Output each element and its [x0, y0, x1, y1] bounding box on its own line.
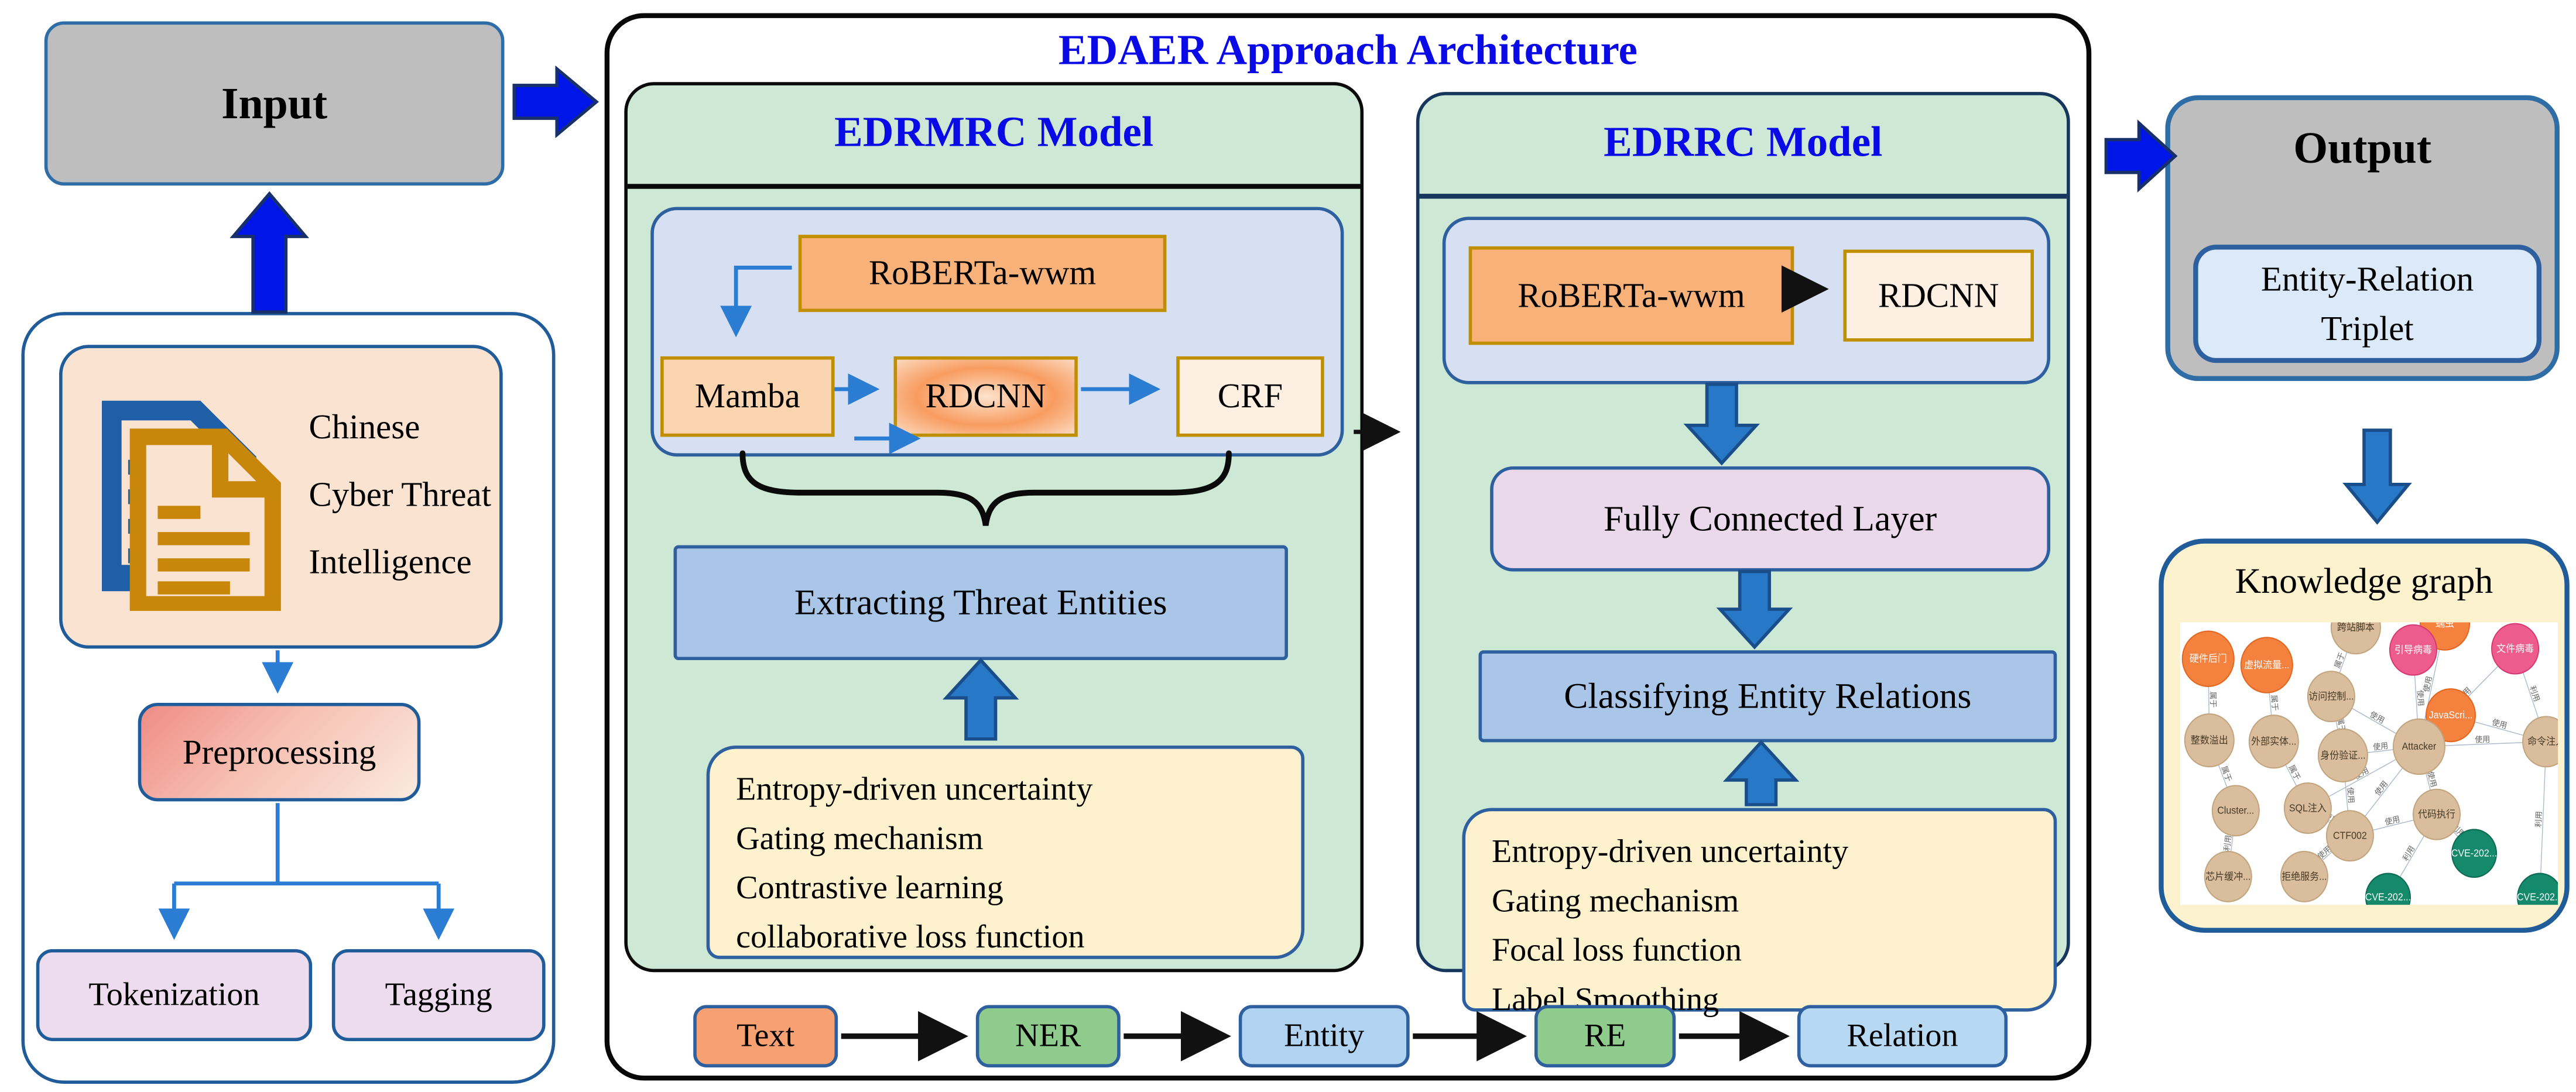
kg-edge-label: 使用	[2426, 770, 2439, 788]
pipeline-entity-box: Entity	[1238, 1005, 1410, 1067]
kg-edge-label: 属于	[2209, 691, 2218, 708]
kg-node: 整数溢出	[2184, 713, 2235, 768]
kg-node-label: CVE-202...	[2517, 891, 2558, 903]
pipeline-text-box: Text	[693, 1005, 838, 1067]
tagging-box: Tagging	[331, 949, 546, 1042]
kg-node-label: 整数溢出	[2191, 734, 2228, 746]
edrmrc-techniques-box: Entropy-driven uncertainty Gating mechan…	[706, 745, 1305, 959]
kg-node: 引导病毒	[2389, 624, 2437, 676]
knowledge-graph-title: Knowledge graph	[2235, 559, 2493, 602]
kg-node-label: Attacker	[2402, 741, 2437, 753]
kg-node-label: 外部实体...	[2251, 736, 2296, 747]
kg-edge-label: 利用	[2534, 811, 2543, 828]
edrmrc-crf-box: CRF	[1176, 356, 1324, 437]
entity-relation-triplet-box: Entity-Relation Triplet	[2193, 245, 2542, 363]
kg-edge-label: 使用	[2491, 717, 2508, 730]
kg-node: SQL注入	[2283, 782, 2332, 834]
edrrc-title-divider	[1419, 194, 2067, 199]
kg-node-label: CVE-202...	[2451, 847, 2497, 859]
edrrc-techniques-box: Entropy-driven uncertainty Gating mechan…	[1462, 808, 2057, 1018]
document-icon	[101, 400, 281, 611]
edrrc-title: EDRRC Model	[1604, 118, 1883, 166]
kg-node-label: Cluster...	[2217, 805, 2254, 816]
kg-node: 代码执行	[2412, 788, 2461, 840]
kg-node-label: 跨站脚本	[2337, 623, 2375, 633]
kg-node-label: 身份验证...	[2320, 750, 2365, 761]
tokenization-box: Tokenization	[36, 949, 313, 1042]
kg-node-label: 文件病毒	[2496, 643, 2534, 654]
cti-source-label: Chinese Cyber Threat Intelligence	[309, 407, 492, 582]
knowledge-graph-visualization: 属于属于属于属于属于属于使用使用使用属于利用使用使用使用使用使用使用使用使用使用…	[2180, 622, 2558, 905]
kg-node-label: JavaScri...	[2429, 709, 2473, 721]
kg-node: 芯片缓冲...	[2204, 850, 2252, 902]
kg-node-label: 硬件后门	[2190, 653, 2227, 665]
edrrc-encoder-box: RoBERTa-wwm RDCNN	[1442, 217, 2051, 384]
kg-node-label: 访问控制...	[2308, 691, 2354, 702]
kg-node: Attacker	[2392, 718, 2446, 775]
kg-node: 跨站脚本	[2330, 622, 2381, 655]
classifying-entity-relations-box: Classifying Entity Relations	[1478, 650, 2057, 743]
edrmrc-title-divider	[627, 184, 1361, 189]
output-to-kg-down-arrow	[2342, 428, 2412, 525]
edrmrc-rdcnn-box: RDCNN	[893, 356, 1078, 437]
pipeline-re-box: RE	[1534, 1005, 1676, 1067]
kg-node-label: SQL注入	[2289, 802, 2327, 814]
output-box: Output Entity-Relation Triplet	[2165, 95, 2560, 382]
edrrc-panel: EDRRC Model RoBERTa-wwm RDCNN Fully Conn…	[1416, 92, 2070, 1018]
cti-source-box: Chinese Cyber Threat Intelligence	[59, 345, 503, 649]
kg-node: 硬件后门	[2181, 630, 2235, 687]
kg-node: 文件病毒	[2491, 623, 2540, 675]
kg-node-label: 拒绝服务...	[2282, 871, 2327, 882]
kg-node-label: 虚拟流量...	[2244, 659, 2289, 671]
kg-edge-label: 使用	[2416, 689, 2426, 706]
edrmrc-mamba-box: Mamba	[660, 356, 835, 437]
kg-node-label: 命令注入	[2527, 736, 2558, 747]
edrmrc-encoder-box: RoBERTa-wwm Mamba RDCNN CRF	[650, 207, 1344, 457]
kg-node: CTF002	[2325, 810, 2374, 862]
kg-node-label: 引导病毒	[2395, 644, 2432, 656]
extracting-threat-entities-box: Extracting Threat Entities	[673, 545, 1288, 661]
kg-node: Cluster...	[2211, 785, 2260, 837]
input-box: Input	[44, 21, 505, 186]
kg-edge-label: 使用	[2421, 675, 2434, 693]
edrrc-rdcnn-box: RDCNN	[1843, 249, 2034, 342]
kg-node: 身份验证...	[2317, 728, 2368, 783]
edrmrc-title: EDRMRC Model	[834, 108, 1154, 156]
kg-node-label: 蠕虫	[2435, 623, 2454, 630]
fully-connected-layer-box: Fully Connected Layer	[1490, 466, 2051, 572]
kg-edge-label: 使用	[2475, 734, 2491, 744]
output-label: Output	[2293, 123, 2432, 173]
edrmrc-panel: EDRMRC Model RoBERTa-wwm Mamba RDCNN CRF…	[624, 82, 1364, 973]
pipeline-relation-box: Relation	[1797, 1005, 2008, 1067]
kg-node-label: CTF002	[2333, 830, 2367, 842]
kg-node: 拒绝服务...	[2280, 850, 2328, 902]
edaer-title: EDAER Approach Architecture	[1058, 26, 1638, 74]
knowledge-graph-box: Knowledge graph 属于属于属于属于属于属于使用使用使用属于利用使用…	[2159, 538, 2570, 933]
kg-edge-label: 使用	[2346, 787, 2356, 803]
input-label: Input	[221, 78, 328, 128]
kg-edge-label: 利用	[2222, 835, 2233, 852]
kg-node: 命令注入	[2522, 716, 2558, 768]
kg-edge: 利用	[2534, 741, 2547, 898]
preprocessing-box: Preprocessing	[138, 703, 421, 802]
kg-node: CVE-202...	[2451, 829, 2497, 878]
kg-node-label: CVE-202...	[2365, 891, 2411, 903]
kg-edge-label: 使用	[2372, 740, 2388, 751]
kg-node: 虚拟流量...	[2240, 637, 2293, 693]
kg-edge-label: 使用	[2384, 814, 2401, 827]
pipeline-ner-box: NER	[975, 1005, 1121, 1067]
edrrc-roberta-box: RoBERTa-wwm	[1468, 246, 1794, 345]
kg-node: CVE-202...	[2365, 873, 2411, 905]
input-to-edaer-arrow	[512, 65, 600, 139]
edrmrc-roberta-box: RoBERTa-wwm	[798, 235, 1167, 313]
kg-node-label: 芯片缓冲...	[2205, 871, 2250, 882]
kg-node-label: 代码执行	[2418, 809, 2455, 820]
input-up-arrow	[229, 191, 309, 314]
kg-node: 访问控制...	[2307, 671, 2355, 723]
kg-node: CVE-202...	[2517, 873, 2558, 905]
kg-edge-label: 属于	[2270, 694, 2280, 711]
kg-node: 外部实体...	[2248, 715, 2299, 769]
